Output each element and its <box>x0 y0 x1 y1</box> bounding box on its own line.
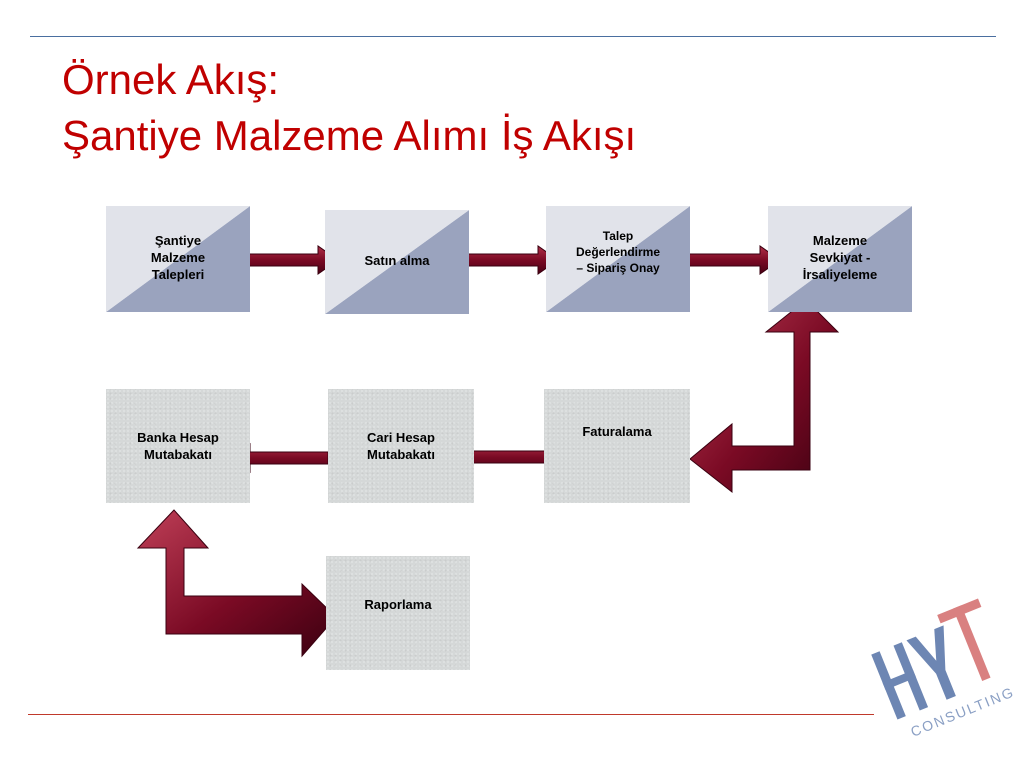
step-malzeme-sevkiyat: Malzeme Sevkiyat - İrsaliyeleme <box>768 206 912 312</box>
hyt-consulting-logo: CONSULTING <box>871 598 1017 740</box>
step-label: Cari Hesap Mutabakatı <box>367 430 435 462</box>
arrow-faturalama-to-sevkiyat <box>689 299 840 494</box>
step-label: Raporlama <box>364 597 432 612</box>
step-label: Banka Hesap Mutabakatı <box>137 430 219 462</box>
step-label: Satın alma <box>364 253 430 268</box>
step-banka-hesap-mutabakati: Banka Hesap Mutabakatı <box>106 389 250 503</box>
step-santiye-malzeme-talepleri: Şantiye Malzeme Talepleri <box>106 206 250 312</box>
step-label: Faturalama <box>582 424 652 439</box>
arrow-banka-raporlama <box>136 509 337 658</box>
logo-subtitle: CONSULTING <box>908 683 1017 739</box>
arrow-talep-to-sevkiyat <box>687 245 781 275</box>
step-satin-alma: Satın alma <box>325 210 469 314</box>
step-label: Malzeme Sevkiyat - İrsaliyeleme <box>802 233 878 282</box>
step-faturalama: Faturalama <box>544 389 690 503</box>
step-talep-degerlendirme: Talep Değerlendirme – Sipariş Onay <box>546 206 690 312</box>
arrow-satinalma-to-talep <box>465 245 559 275</box>
step-label: Talep Değerlendirme – Sipariş Onay <box>575 229 661 275</box>
title-line-2: Şantiye Malzeme Alımı İş Akışı <box>62 112 637 159</box>
step-raporlama: Raporlama <box>326 556 470 670</box>
page-title: Örnek Akış: Şantiye Malzeme Alımı İş Akı… <box>62 52 636 164</box>
top-rule <box>30 36 996 37</box>
title-line-1: Örnek Akış: <box>62 56 280 103</box>
step-cari-hesap-mutabakati: Cari Hesap Mutabakatı <box>328 389 474 503</box>
bottom-rule <box>28 714 874 715</box>
step-label: Şantiye Malzeme Talepleri <box>150 233 206 282</box>
